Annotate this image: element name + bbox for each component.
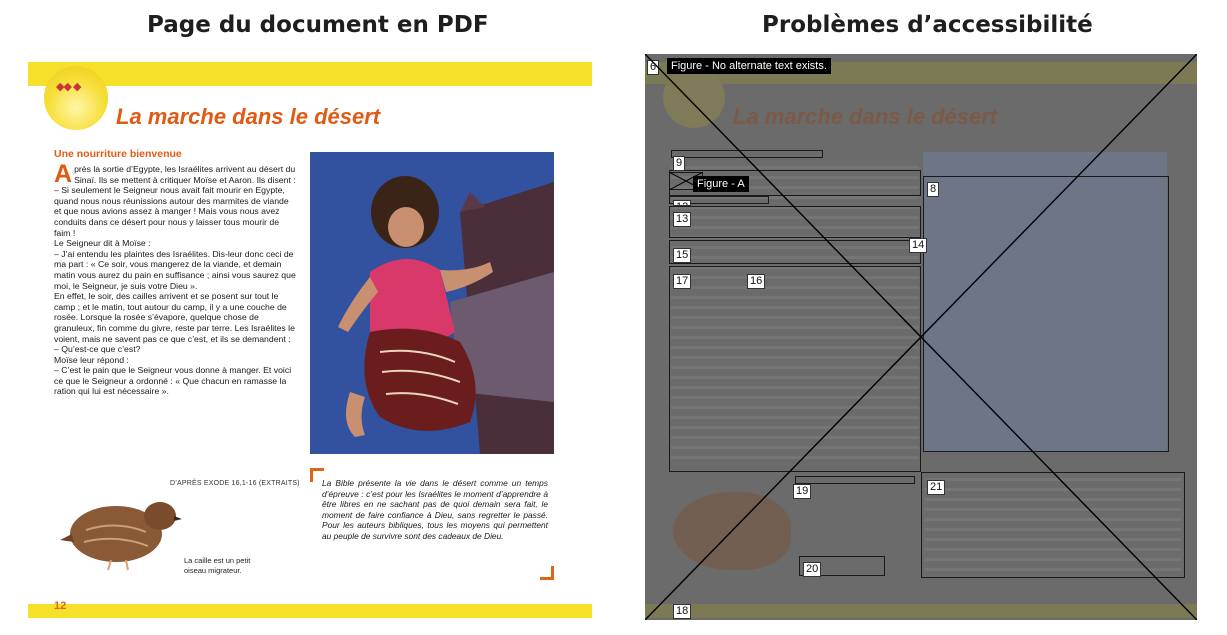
region-paragraph[interactable] (669, 266, 921, 472)
pdf-page-heading: Page du document en PDF (147, 12, 489, 38)
quote-box: La Bible présente la vie dans le désert … (310, 468, 554, 580)
accessibility-issues-heading: Problèmes d’accessibilité (762, 12, 1093, 38)
source-reference: D’APRÈS EXODE 16,1-16 (EXTRAITS) (170, 480, 300, 487)
accessibility-overlay-view: La marche dans le désert 6 8 9 12 13 14 … (645, 54, 1197, 620)
small-figure-cross-icon (669, 172, 703, 190)
ghost-article-lines (671, 166, 919, 466)
ghost-quote-lines (925, 478, 1181, 574)
region-heading[interactable] (669, 196, 769, 204)
article-paragraph: – Si seulement le Seigneur nous avait fa… (54, 185, 289, 238)
missing-alt-text-tooltip: Figure - No alternate text exists. (667, 58, 831, 74)
region-tag: 21 (927, 480, 946, 495)
region-subtitle[interactable] (671, 150, 823, 158)
region-tag: 17 (673, 274, 692, 289)
region-source[interactable] (795, 476, 915, 484)
region-tag: 12 (673, 200, 692, 206)
article-paragraph: Moïse leur répond : (54, 354, 129, 365)
top-yellow-band (28, 62, 592, 86)
section-subtitle: Une nourriture bienvenue (54, 148, 182, 160)
ghost-illustration (923, 152, 1167, 452)
figure-cross-icon (645, 54, 1197, 620)
region-caption[interactable] (799, 556, 885, 576)
desert-illustration-image (310, 152, 554, 454)
article-paragraph: – J’ai entendu les plaintes des Israélit… (54, 248, 296, 291)
article-paragraph: – Qu’est-ce que c’est? (54, 344, 141, 355)
article-paragraph: – C’est le pain que le Seigneur vous don… (54, 365, 292, 397)
region-tag: 20 (803, 562, 822, 577)
region-tag: 16 (747, 274, 766, 289)
quail-image (56, 490, 182, 572)
pdf-page-preview: ◆◆ ◆ La marche dans le désert Une nourri… (28, 58, 592, 624)
ghost-title: La marche dans le désert (733, 104, 998, 129)
bottom-yellow-band (28, 604, 592, 618)
region-paragraph[interactable] (669, 206, 921, 238)
quote-text: La Bible présente la vie dans le désert … (322, 478, 548, 541)
region-tag: 19 (793, 484, 812, 499)
article-paragraph: En effet, le soir, des cailles arrivent … (54, 291, 295, 344)
article-paragraph: Le Seigneur dit à Moïse : (54, 238, 151, 249)
region-tag: 18 (673, 604, 692, 619)
region-tag: 15 (673, 248, 692, 263)
sun-logo: ◆◆ ◆ (44, 66, 108, 130)
region-figure-illustration[interactable] (923, 176, 1169, 452)
quail-caption: La caille est un petit oiseau migrateur. (184, 556, 251, 575)
page-number: 12 (54, 600, 67, 612)
figure-a-tooltip: Figure - A (693, 176, 749, 192)
ghost-bottom-band (645, 604, 1197, 618)
quote-bracket-bottom-right (540, 566, 554, 580)
region-tag: 13 (673, 212, 692, 227)
ghost-sun-logo (663, 66, 725, 128)
quote-bracket-top-left (310, 468, 324, 482)
document-title: La marche dans le désert (116, 104, 381, 129)
drop-cap: A (54, 160, 73, 188)
region-tag: 14 (909, 238, 928, 253)
birds-icon: ◆◆ ◆ (56, 81, 81, 93)
region-tag: 9 (673, 156, 686, 171)
region-tag: 8 (927, 182, 940, 197)
